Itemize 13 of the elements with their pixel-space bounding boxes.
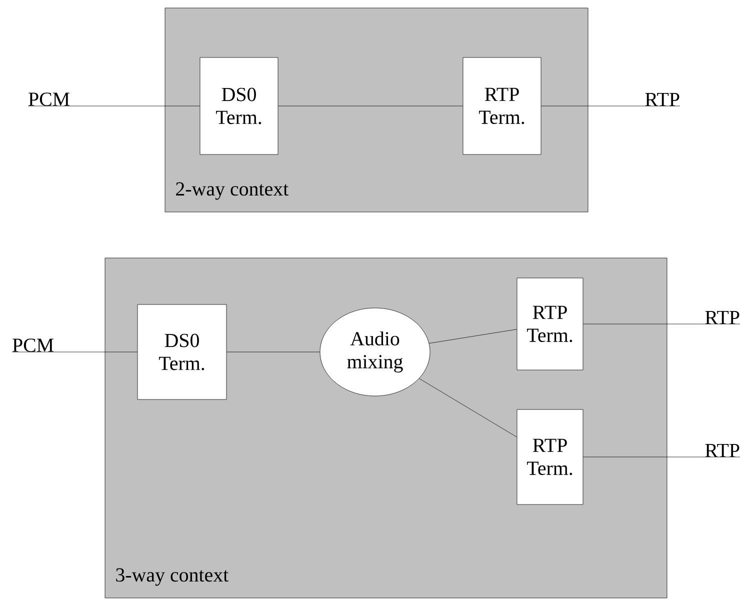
connector-line — [428, 329, 517, 344]
connector-line — [583, 456, 740, 458]
connector-line — [418, 378, 517, 438]
signal-label: RTP — [705, 444, 740, 457]
termination-box: DS0 Term. — [137, 304, 227, 400]
termination-box: RTP Term. — [462, 57, 542, 155]
signal-label: PCM — [28, 92, 70, 106]
signal-label: RTP — [705, 310, 740, 324]
signal-label: PCM — [12, 338, 54, 352]
termination-box: RTP Term. — [516, 278, 584, 370]
termination-box: RTP Term. — [516, 409, 584, 505]
termination-box: DS0 Term. — [200, 57, 278, 155]
signal-label: RTP — [645, 92, 680, 106]
